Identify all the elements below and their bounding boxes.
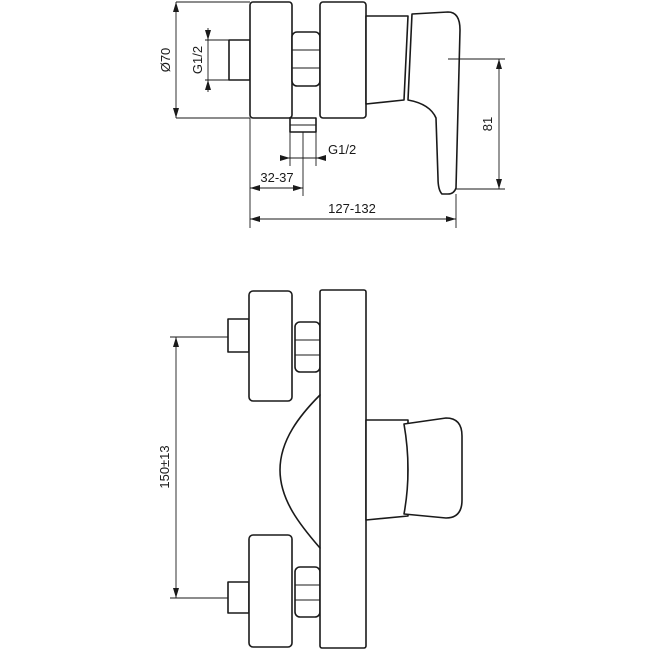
- dim-depth-label: 127-132: [328, 201, 376, 216]
- front-top-nipple: [227, 318, 250, 353]
- front-view: [227, 289, 463, 649]
- dim-diameter-label: Ø70: [158, 48, 173, 73]
- front-top-flange: [248, 290, 293, 402]
- front-lever-base: [365, 419, 409, 521]
- dim-offset: 32-37: [249, 118, 304, 228]
- dim-height-label: 81: [480, 117, 495, 131]
- side-hex-nut: [291, 31, 321, 87]
- dim-depth: 127-132: [250, 194, 457, 228]
- dim-center-distance: 150±13: [157, 336, 228, 599]
- side-inlet-nipple: [228, 39, 251, 81]
- front-top-nut: [294, 321, 321, 373]
- dim-thread-top: G1/2: [190, 28, 229, 92]
- dim-thread-bottom: G1/2: [280, 132, 356, 166]
- dim-diameter: Ø70: [158, 1, 250, 119]
- front-body-curve: [279, 394, 321, 549]
- front-body: [319, 289, 367, 649]
- dim-thread-bottom-label: G1/2: [328, 142, 356, 157]
- side-lever-handle: [407, 11, 461, 195]
- side-view: [228, 1, 461, 195]
- side-wall-flange: [249, 1, 293, 119]
- side-body: [319, 1, 367, 119]
- front-bottom-nut: [294, 566, 321, 618]
- side-lever-base: [365, 15, 409, 105]
- front-lever-handle: [403, 417, 463, 519]
- dim-height: 81: [448, 58, 505, 190]
- dim-thread-top-label: G1/2: [190, 46, 205, 74]
- front-bottom-flange: [248, 534, 293, 648]
- front-bottom-nipple: [227, 581, 250, 614]
- dim-offset-label: 32-37: [260, 170, 293, 185]
- dim-center-distance-label: 150±13: [157, 445, 172, 488]
